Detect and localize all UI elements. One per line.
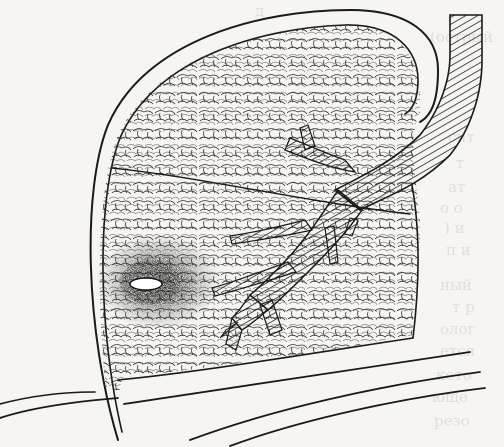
bleed-line-4: т bbox=[456, 154, 464, 172]
bleed-line-10: т р bbox=[452, 298, 475, 316]
bleed-line-5: ат bbox=[448, 178, 465, 196]
diaphragm-line-2 bbox=[0, 398, 118, 418]
bleed-line-7: ) и bbox=[444, 219, 465, 237]
bleed-line-11: олог bbox=[440, 320, 476, 338]
bleed-line-9: ный bbox=[440, 276, 472, 294]
bleed-line-12: ется bbox=[440, 342, 475, 360]
alveoli-mesh bbox=[90, 20, 430, 390]
bleed-line-8: п и bbox=[446, 241, 471, 259]
bleed-line-2: д bbox=[255, 2, 264, 20]
lesion-icon bbox=[96, 234, 220, 330]
bleed-line-15: резо bbox=[434, 412, 470, 430]
bleed-line-6: о о bbox=[440, 199, 463, 217]
cavity-icon bbox=[130, 278, 162, 290]
